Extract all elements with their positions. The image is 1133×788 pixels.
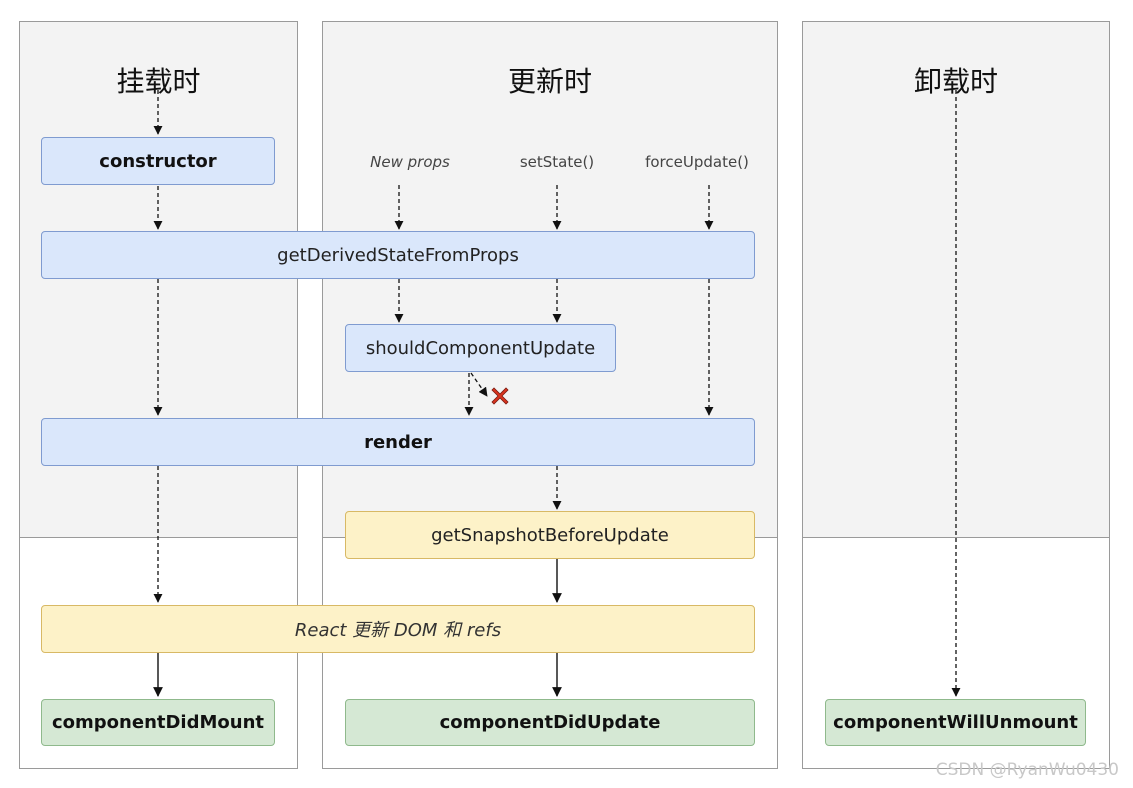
should-component-update-box: shouldComponentUpdate — [345, 324, 616, 372]
react-updates-dom-box: React 更新 DOM 和 refs — [41, 605, 755, 653]
get-snapshot-before-update-box: getSnapshotBeforeUpdate — [345, 511, 755, 559]
constructor-box: constructor — [41, 137, 275, 185]
render-box: render — [41, 418, 755, 466]
cancel-x-icon — [491, 387, 509, 405]
get-derived-state-from-props-box: getDerivedStateFromProps — [41, 231, 755, 279]
component-did-mount-box: componentDidMount — [41, 699, 275, 746]
arrow-scu-cancel — [470, 372, 488, 397]
new-props-label: New props — [370, 153, 450, 171]
update-panel-title: 更新时 — [507, 65, 592, 98]
watermark: CSDN @RyanWu0430 — [935, 760, 1119, 780]
component-will-unmount-box: componentWillUnmount — [825, 699, 1086, 746]
set-state-label: setState() — [519, 153, 595, 171]
component-did-update-box: componentDidUpdate — [345, 699, 755, 746]
force-update-label: forceUpdate() — [645, 153, 749, 171]
